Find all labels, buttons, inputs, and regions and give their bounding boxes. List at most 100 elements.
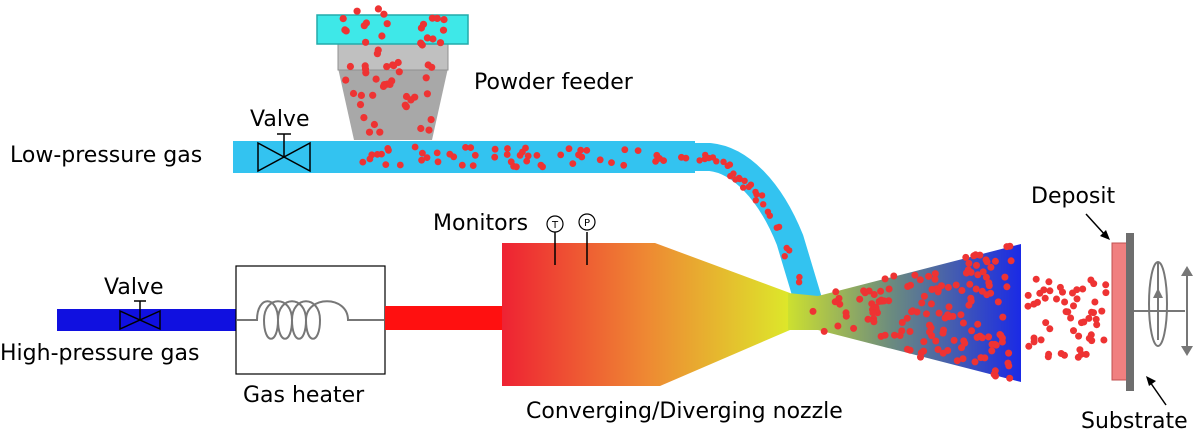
low-pressure-gas-label: Low-pressure gas xyxy=(10,143,202,168)
powder-particle xyxy=(783,244,790,252)
powder-particle xyxy=(939,349,947,357)
powder-particle xyxy=(965,259,973,267)
powder-particle xyxy=(977,354,985,362)
powder-particle xyxy=(856,295,864,303)
powder-particle xyxy=(820,327,828,335)
powder-particle xyxy=(353,7,361,15)
powder-particle xyxy=(972,251,980,259)
powder-particle xyxy=(934,287,942,295)
gas-heater-label: Gas heater xyxy=(243,383,365,408)
powder-particle xyxy=(885,285,893,293)
powder-particle xyxy=(462,144,469,151)
powder-particle xyxy=(869,309,877,317)
powder-particle xyxy=(974,271,982,279)
powder-particle xyxy=(959,355,967,363)
substrate-label: Substrate xyxy=(1081,409,1188,431)
powder-particle xyxy=(835,294,843,302)
powder-particle xyxy=(945,313,953,321)
powder-particle xyxy=(998,338,1006,346)
powder-particle xyxy=(764,208,772,215)
powder-particle xyxy=(373,151,381,158)
powder-particle xyxy=(356,101,365,109)
high-pressure-pipe xyxy=(57,309,237,331)
powder-particle xyxy=(411,143,419,151)
powder-particle xyxy=(349,89,358,98)
powder-particle xyxy=(985,333,993,341)
valve-top[interactable] xyxy=(257,133,311,173)
powder-particle xyxy=(365,128,374,136)
powder-particle xyxy=(730,170,737,177)
powder-particle xyxy=(361,65,370,73)
powder-particle xyxy=(433,149,441,157)
powder-particle xyxy=(341,26,349,34)
valve-bottom[interactable] xyxy=(119,300,161,331)
powder-particle xyxy=(971,358,979,366)
powder-particle xyxy=(419,20,428,28)
powder-particle xyxy=(1073,286,1081,294)
powder-particle xyxy=(1061,351,1068,359)
spray-jet-particles xyxy=(1024,275,1110,361)
powder-particle xyxy=(973,261,980,269)
nozzle-label: Converging/Diverging nozzle xyxy=(526,399,843,424)
powder-particle xyxy=(1042,319,1050,327)
powder-particle xyxy=(950,336,958,344)
powder-particle xyxy=(621,146,629,154)
powder-particle xyxy=(1087,276,1095,284)
powder-particle xyxy=(978,334,986,342)
powder-particle xyxy=(458,161,466,169)
powder-particle xyxy=(842,312,850,320)
powder-particle xyxy=(608,159,615,167)
powder-particle xyxy=(471,151,479,159)
powder-particle xyxy=(972,285,980,293)
powder-particle xyxy=(958,287,966,294)
hot-gas-pipe xyxy=(385,306,524,330)
powder-particle xyxy=(1030,300,1038,308)
powder-particle xyxy=(903,345,911,353)
powder-particle xyxy=(491,153,499,161)
powder-particle xyxy=(1070,302,1077,310)
powder-particle xyxy=(469,162,477,170)
powder-particle xyxy=(996,331,1004,338)
powder-particle xyxy=(891,331,898,339)
powder-particle xyxy=(809,307,817,315)
powder-particle xyxy=(709,154,717,161)
deposit-label: Deposit xyxy=(1031,184,1115,209)
powder-particle xyxy=(982,273,990,281)
powder-particle xyxy=(346,62,354,71)
powder-particle xyxy=(417,39,425,47)
powder-particle xyxy=(775,223,783,231)
powder-particle xyxy=(1041,294,1049,302)
powder-particle xyxy=(752,188,759,196)
substrate-assembly xyxy=(1085,213,1193,406)
powder-particle xyxy=(360,114,368,122)
powder-particle xyxy=(374,46,382,54)
powder-particle xyxy=(434,158,442,166)
powder-particle xyxy=(360,22,368,30)
powder-particle xyxy=(741,177,748,184)
powder-particle xyxy=(931,270,939,278)
powder-particle xyxy=(740,184,747,191)
powder-particle xyxy=(382,161,390,169)
powder-particle xyxy=(378,32,386,40)
powder-particle xyxy=(877,287,885,295)
powder-particle xyxy=(423,154,431,162)
powder-particle xyxy=(1093,321,1101,329)
powder-particle xyxy=(524,152,532,160)
powder-particle xyxy=(920,292,928,300)
high-pressure-line xyxy=(57,309,237,331)
powder-particle xyxy=(983,291,991,299)
monitors-label: Monitors xyxy=(433,211,528,236)
powder-particle xyxy=(1001,273,1009,281)
powder-particle xyxy=(1036,289,1044,297)
powder-particle xyxy=(504,145,511,152)
temperature-gauge-icon xyxy=(546,215,564,233)
powder-particle xyxy=(720,158,727,165)
powder-particle xyxy=(795,279,803,286)
powder-particle xyxy=(519,148,526,156)
powder-particle xyxy=(1100,336,1108,344)
powder-particle xyxy=(620,161,628,169)
powder-particle xyxy=(962,253,970,261)
powder-particle xyxy=(1061,298,1069,306)
powder-particle xyxy=(427,116,435,124)
